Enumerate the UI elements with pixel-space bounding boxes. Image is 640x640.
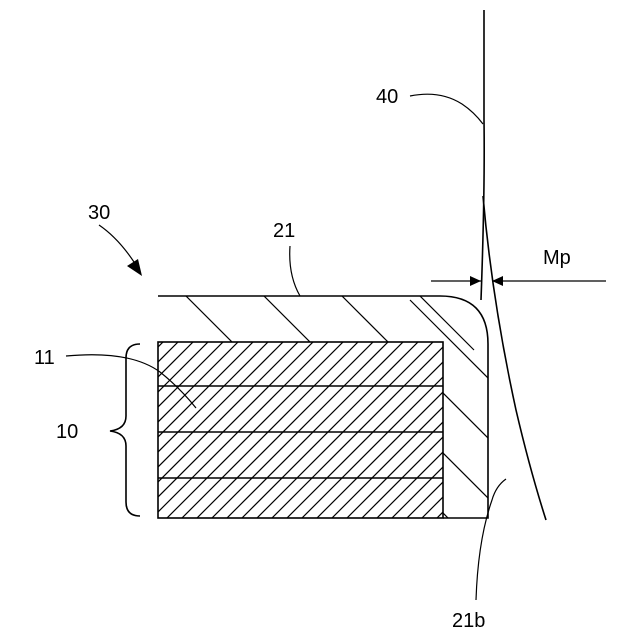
label-40: 40 bbox=[376, 86, 398, 108]
hatch-line bbox=[370, 310, 630, 570]
hatch-line bbox=[325, 310, 585, 570]
hatch-line bbox=[175, 310, 435, 570]
hatch-line bbox=[385, 310, 640, 570]
brace-10 bbox=[110, 344, 140, 516]
hatch-line bbox=[400, 310, 640, 570]
hatch-line bbox=[160, 310, 420, 570]
hatch-line bbox=[40, 310, 300, 570]
hatch-line bbox=[0, 310, 210, 570]
hatch-line bbox=[85, 310, 345, 570]
hatch-line bbox=[0, 310, 15, 570]
hatch-line bbox=[130, 310, 390, 570]
label-mp: Mp bbox=[543, 247, 571, 269]
leader-40 bbox=[410, 94, 483, 124]
stacked-layers-10 bbox=[0, 310, 640, 570]
hatch-line bbox=[340, 310, 600, 570]
hatch-line bbox=[0, 310, 165, 570]
leader-11 bbox=[66, 355, 196, 408]
hatch-line bbox=[0, 310, 180, 570]
mp-dimension bbox=[431, 276, 606, 286]
label-21: 21 bbox=[273, 220, 295, 242]
cover-layer-21 bbox=[140, 250, 520, 590]
hatch-line bbox=[355, 310, 615, 570]
hatch-line bbox=[415, 310, 640, 570]
label-21b: 21b bbox=[452, 610, 485, 632]
hatch-line bbox=[310, 310, 570, 570]
hatch-line bbox=[0, 310, 30, 570]
hatch-line bbox=[205, 310, 465, 570]
label-30: 30 bbox=[88, 202, 110, 224]
leader-21 bbox=[290, 246, 300, 296]
hatch-line bbox=[430, 310, 640, 570]
hatch-line bbox=[115, 310, 375, 570]
label-10: 10 bbox=[56, 421, 78, 443]
hatch-line bbox=[55, 310, 315, 570]
hatch-line bbox=[235, 310, 495, 570]
hatch-line bbox=[190, 310, 450, 570]
hatch-line bbox=[265, 310, 525, 570]
film-40 bbox=[481, 10, 546, 520]
hatch-line bbox=[0, 310, 195, 570]
hatch-line bbox=[280, 310, 540, 570]
pointer-arrow-30 bbox=[99, 225, 142, 276]
hatch-line bbox=[100, 310, 360, 570]
hatch-line bbox=[145, 310, 405, 570]
hatch-line bbox=[295, 310, 555, 570]
hatch-line bbox=[70, 310, 330, 570]
hatch-line bbox=[220, 310, 480, 570]
leader-21b bbox=[476, 479, 506, 600]
label-11: 11 bbox=[34, 347, 55, 369]
hatch-line bbox=[250, 310, 510, 570]
